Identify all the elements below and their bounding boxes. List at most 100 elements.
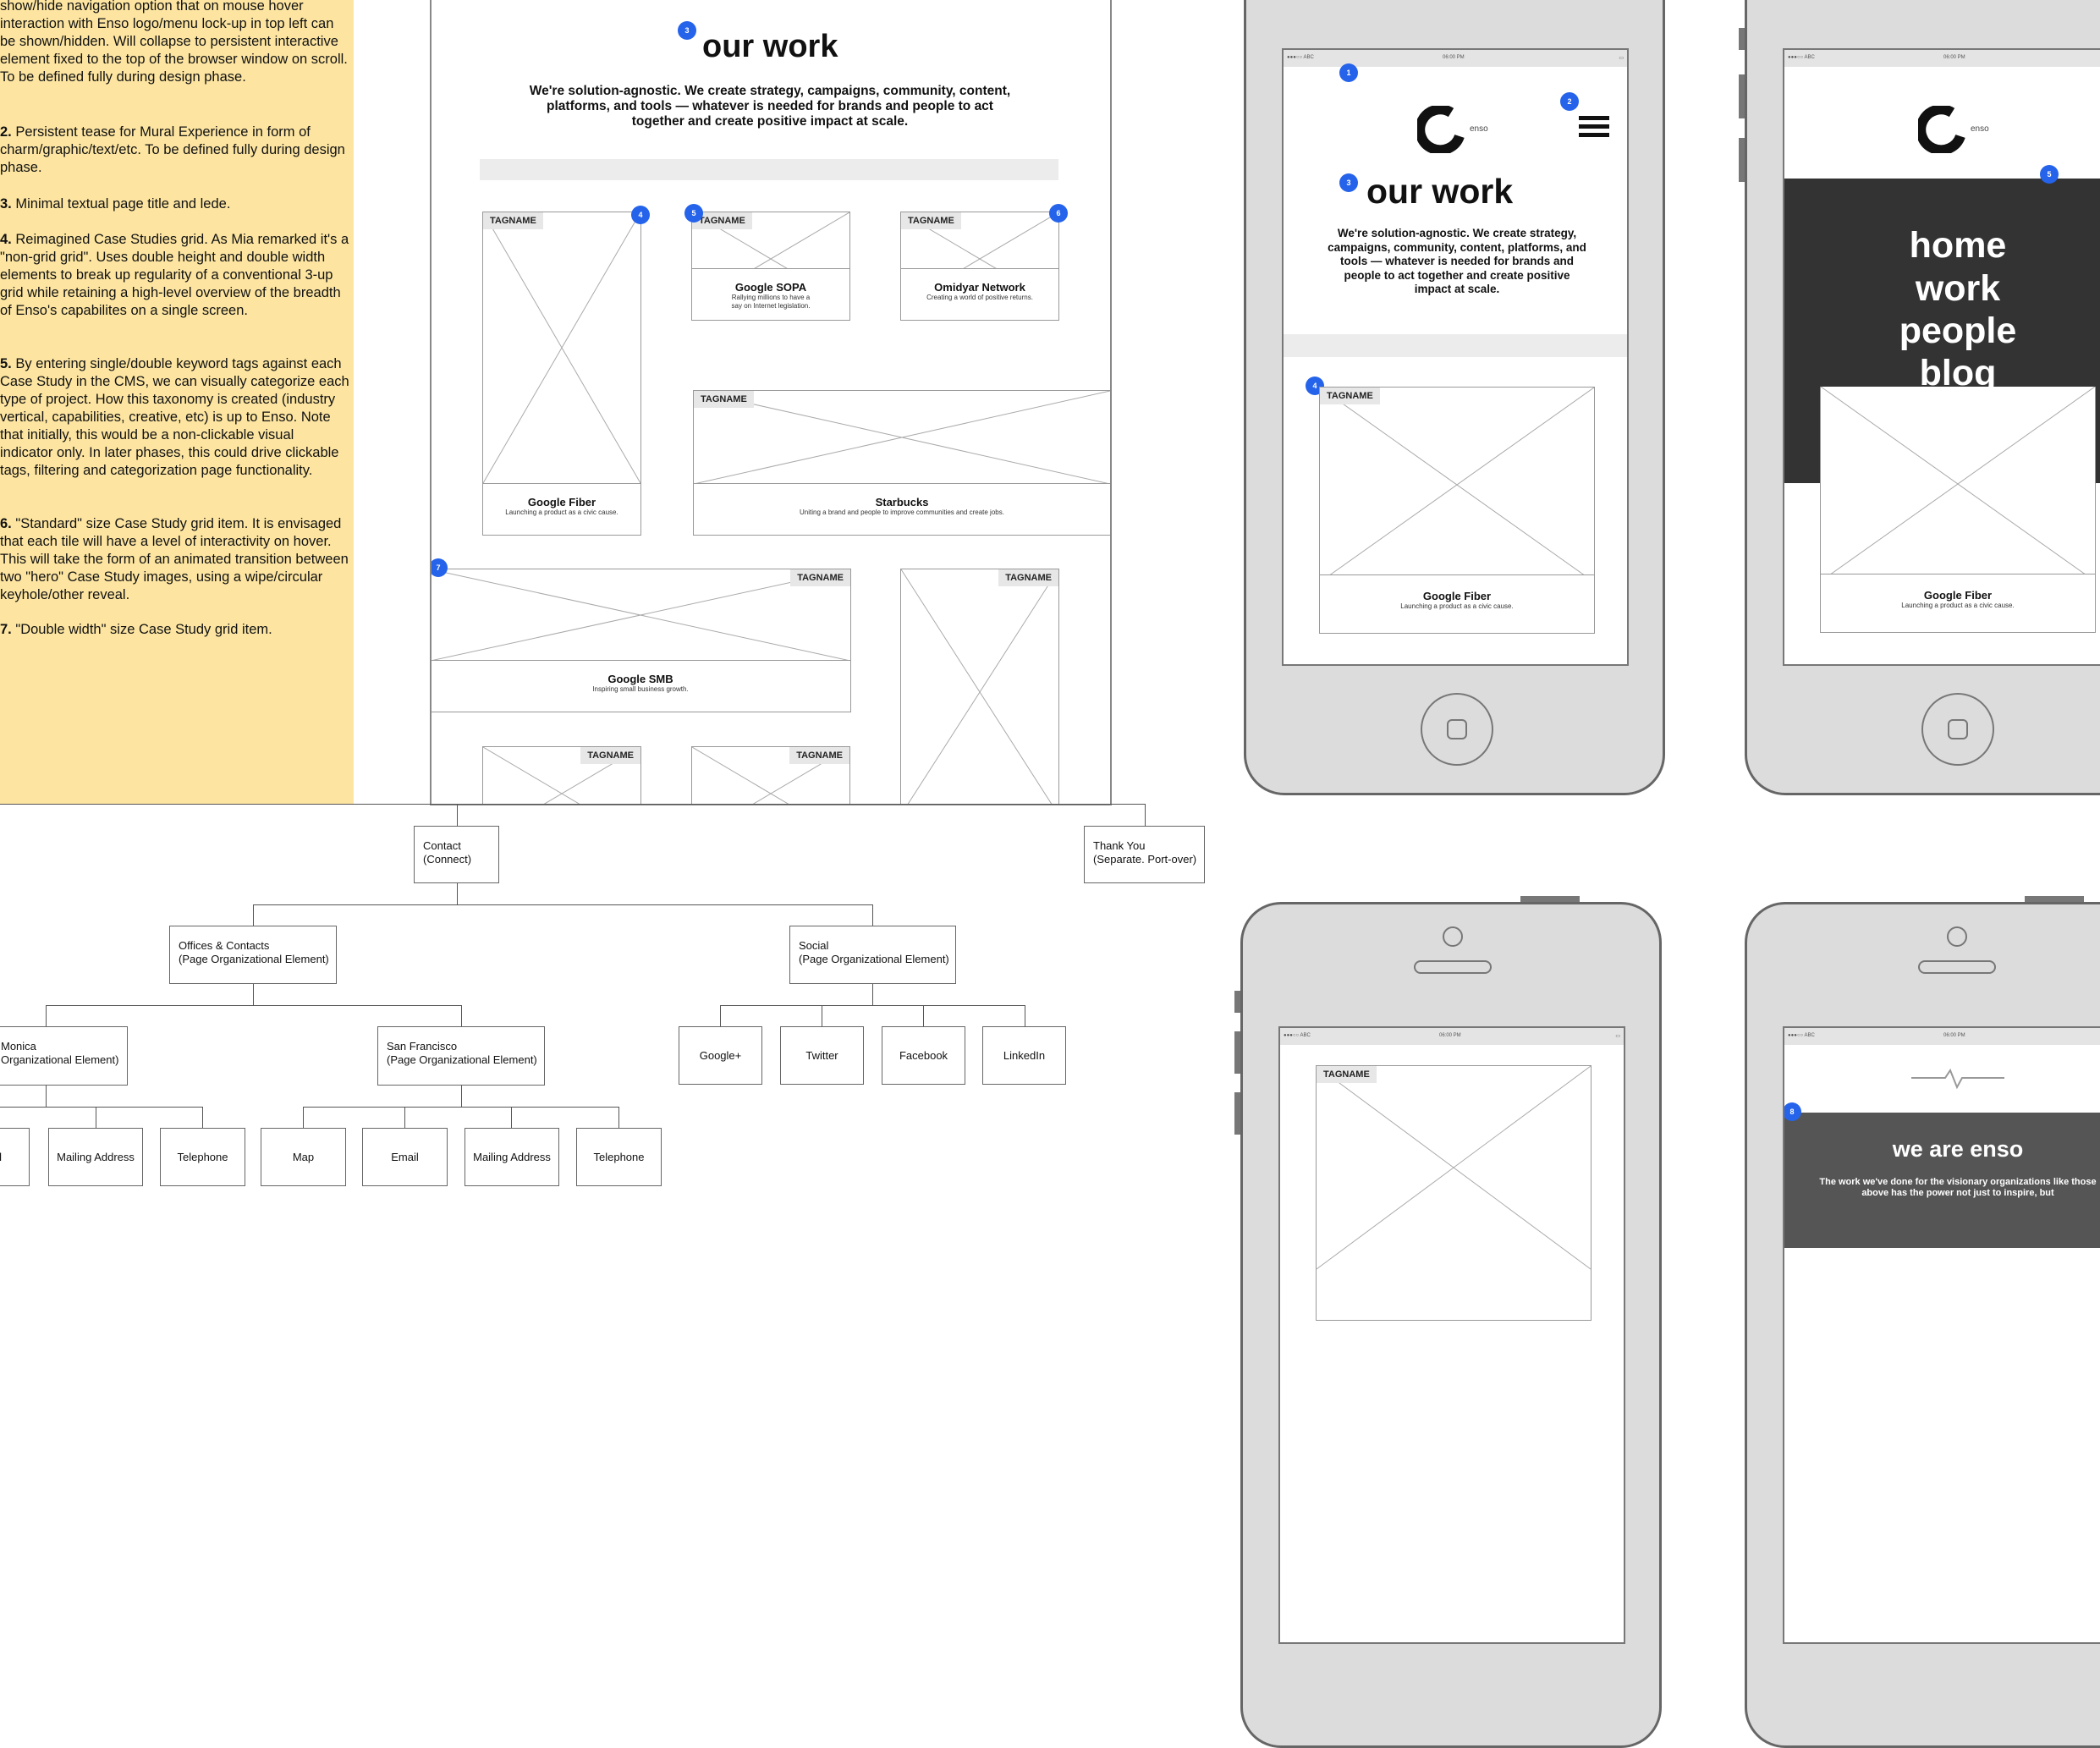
status-bar: ●●●○○ ABC 06:00 PM [1784,50,2100,67]
status-carrier: ●●●○○ ABC [1788,1033,1815,1038]
node-facebook[interactable]: Facebook [882,1026,965,1085]
home-button[interactable] [1921,693,1994,766]
speaker-grille [1414,960,1492,974]
tile-subtitle: Creating a world of positive returns. [926,294,1033,301]
page-title: our work [702,29,838,64]
connector [253,984,254,1005]
connector [0,804,1146,805]
page-lede: We're solution-agnostic. We create strat… [529,84,1011,129]
tile-title: Starbucks [875,496,929,508]
status-carrier: ●●●○○ ABC [1284,1033,1311,1038]
side-button [1739,28,1745,50]
case-study-tile[interactable]: TAGNAME Omidyar Network Creating a world… [900,212,1059,321]
tile-subtitle: Uniting a brand and people to improve co… [800,508,1004,516]
tile-caption: Google SMB Inspiring small business grow… [432,660,850,712]
tag-label: TAGNAME [483,212,543,229]
status-bar: ●●●○○ ABC 06:00 PM ▭ [1284,50,1627,67]
node-sf-email[interactable]: Email [362,1128,448,1186]
node-offices-contacts[interactable]: Offices & Contacts (Page Organizational … [169,926,337,984]
badge-5: 5 [2040,165,2059,184]
badge-3: 3 [678,21,696,40]
connector [202,1107,203,1128]
enso-logo-icon[interactable] [1918,106,1965,153]
node-sf-telephone[interactable]: Telephone [576,1128,662,1186]
tile-subtitle: Rallying millions to have a say on Inter… [731,294,811,310]
node-monica[interactable]: Monica Organizational Element) [0,1026,128,1086]
case-study-tile[interactable]: Google Fiber Launching a product as a ci… [1820,387,2096,633]
camera-icon [1947,926,1967,947]
case-study-tile[interactable]: TAGNAME Google Fiber Launching a product… [482,212,641,536]
status-carrier: ●●●○○ ABC [1287,55,1314,60]
status-time: 06:00 PM [1439,1033,1461,1038]
page-title: our work [1366,172,1514,211]
tag-label: TAGNAME [1317,1066,1377,1083]
tag-label: TAGNAME [790,569,850,586]
case-study-tile[interactable]: TAGNAME Google SMB Inspiring small busin… [432,569,851,712]
nav-people[interactable]: people [1899,311,2017,351]
case-study-tile[interactable]: TAGNAME [691,746,850,804]
battery-icon: ▭ [1619,56,1624,61]
case-study-tile[interactable]: TAGNAME Starbucks Uniting a brand and pe… [693,390,1110,536]
connector [872,984,873,1005]
case-study-tile[interactable]: TAGNAME Google SOPA Rallying millions to… [691,212,850,321]
tile-caption: Starbucks Uniting a brand and people to … [694,483,1110,535]
tile-caption: Omidyar Network Creating a world of posi… [901,268,1058,320]
badge-4: 4 [631,206,650,224]
node-san-francisco[interactable]: San Francisco (Page Organizational Eleme… [377,1026,545,1086]
hamburger-menu-icon[interactable] [1579,116,1609,141]
node-monica-mailing-address[interactable]: Mailing Address [48,1128,143,1186]
status-time: 06:00 PM [1443,55,1465,60]
intro-body: The work we've done for the visionary or… [1819,1177,2097,1198]
node-social[interactable]: Social (Page Organizational Element) [789,926,956,984]
node-sf-map[interactable]: Map [261,1128,346,1186]
tile-subtitle: Inspiring small business growth. [592,685,689,693]
badge-2: 2 [1560,92,1579,111]
badge-3: 3 [1339,173,1358,192]
logo-text: enso [1971,124,1989,134]
connector [872,904,873,926]
tag-label: TAGNAME [901,212,961,229]
nav-home[interactable]: home [1909,225,2007,266]
connector [0,1107,203,1108]
node-monica-child[interactable]: l [0,1128,30,1186]
connector [461,1005,462,1026]
tag-label: TAGNAME [1320,388,1380,404]
case-study-tile[interactable]: TAGNAME [482,746,641,804]
node-contact[interactable]: Contact (Connect) [414,826,499,883]
node-sf-mailing-address[interactable]: Mailing Address [465,1128,559,1186]
connector [618,1107,619,1128]
case-study-tile[interactable]: TAGNAME [900,569,1059,804]
node-thank-you[interactable]: Thank You (Separate. Port-over) [1084,826,1205,883]
node-twitter[interactable]: Twitter [780,1026,864,1085]
status-bar: ●●●○○ ABC 06:00 PM [1784,1028,2100,1045]
note-1: show/hide navigation option that on mous… [0,0,348,85]
phone-screen: ●●●○○ ABC 06:00 PM ▭ 1 2 enso 3 our work… [1282,48,1629,666]
case-study-tile[interactable]: TAGNAME [1316,1065,1591,1321]
connector [511,1107,512,1128]
tile-caption: Google Fiber Launching a product as a ci… [1821,574,2095,632]
node-google-plus[interactable]: Google+ [679,1026,762,1085]
connector [303,1107,619,1108]
connector [404,1107,405,1128]
mural-tease-bar [1284,334,1627,357]
enso-logo-icon[interactable] [1417,106,1465,153]
phone-mockup-2: ●●●○○ ABC 06:00 PM enso home work people… [1739,0,2100,795]
side-button [1234,991,1240,1013]
phone-screen: ●●●○○ ABC 06:00 PM ▭ TAGNAME [1278,1026,1625,1644]
tile-title: Omidyar Network [934,281,1025,294]
status-carrier: ●●●○○ ABC [1788,55,1815,60]
node-monica-telephone[interactable]: Telephone [160,1128,245,1186]
node-linkedin[interactable]: LinkedIn [982,1026,1066,1085]
side-button [1520,896,1580,902]
tile-subtitle: Launching a product as a civic cause. [1901,602,2015,609]
note-4: 4. Reimagined Case Studies grid. As Mia … [0,232,349,318]
connector [461,1086,462,1107]
nav-work[interactable]: work [1915,268,2001,309]
connector [253,904,873,905]
connector [303,1107,304,1128]
case-study-tile[interactable]: TAGNAME Google Fiber Launching a product… [1319,387,1595,634]
note-3: 3. Minimal textual page title and lede. [0,196,231,212]
badge-6: 6 [1049,204,1068,223]
home-button[interactable] [1421,693,1493,766]
side-button [1739,74,1745,118]
